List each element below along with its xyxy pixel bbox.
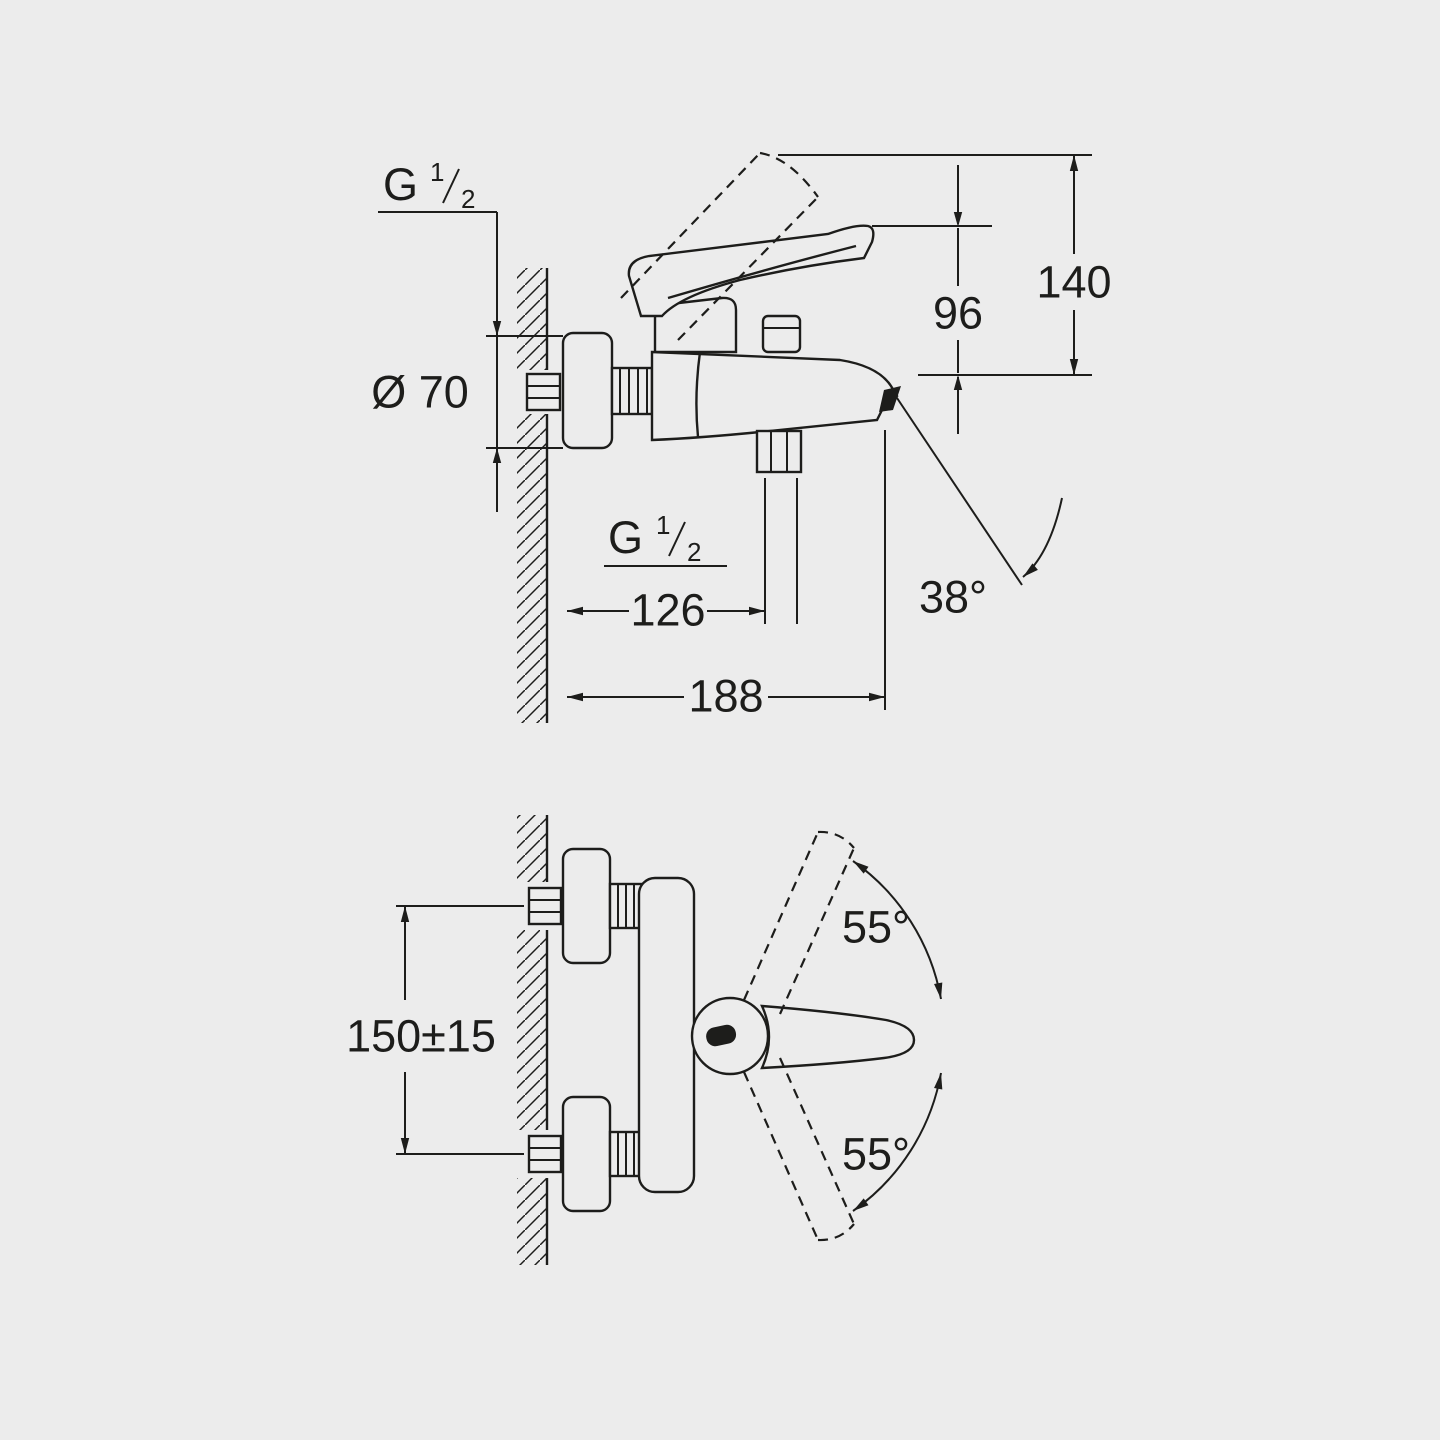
lever-handle-front (760, 1004, 916, 1070)
total-height-label: 140 (1036, 257, 1111, 308)
thread-label-bottom-denominator: 2 (687, 537, 701, 567)
lever-up-dashed (742, 830, 856, 1015)
thread-label-top: G 1 2 (378, 157, 497, 214)
wall-flange-top (561, 847, 612, 965)
stream-angle-arc (1022, 497, 1063, 578)
thread-label-bottom: G 1 2 (604, 510, 727, 567)
lever-crease (667, 244, 857, 300)
thread-label-top-numerator: 1 (430, 157, 444, 187)
mixer-body-front (637, 876, 696, 1194)
spout-body (650, 350, 899, 442)
dimensions-front: 55° 55° 150±15 (346, 860, 943, 1212)
swing-down-label: 55° (842, 1129, 910, 1180)
wall-hatch-front (512, 815, 550, 1265)
faucet-front (527, 830, 916, 1242)
outlet-depth-label: 126 (630, 585, 705, 636)
dimensions-side: G 1 2 Ø 70 96 (371, 154, 1112, 722)
threaded-nipple (610, 366, 654, 416)
faucet-side (525, 151, 901, 474)
front-view: 55° 55° 150±15 (346, 815, 943, 1265)
union-nut (525, 372, 562, 412)
swing-down-arc (852, 1072, 943, 1212)
total-depth-label: 188 (688, 671, 763, 722)
spout-height-label: 96 (933, 288, 983, 339)
spout-outlet-mark (879, 386, 901, 412)
body-inner-line (695, 351, 702, 438)
stream-line (892, 391, 1023, 586)
flange-diameter-label: Ø 70 (371, 367, 469, 418)
thread-label-top-denominator: 2 (461, 184, 475, 214)
swing-up-label: 55° (842, 902, 910, 953)
threaded-nipple-top (608, 882, 644, 930)
temp-indicator (706, 1024, 737, 1047)
lever-handle-side (627, 224, 875, 318)
threaded-nipple-bottom (608, 1130, 644, 1178)
lever-down-dashed (742, 1057, 856, 1242)
union-nut-top (527, 886, 563, 926)
diverter-knob (761, 314, 802, 354)
lever-raised-dashed (620, 151, 819, 341)
wall-flange-bottom (561, 1095, 612, 1213)
thread-label-top-letter: G (383, 159, 418, 210)
shower-outlet (755, 429, 803, 474)
union-nut-bottom (527, 1134, 563, 1174)
mounting-distance-label: 150±15 (346, 1011, 496, 1062)
thread-label-bottom-numerator: 1 (656, 510, 670, 540)
side-view: G 1 2 Ø 70 96 (371, 151, 1112, 723)
wall-flange (561, 331, 614, 450)
spout-angle-label: 38° (919, 572, 987, 623)
thread-label-bottom-letter: G (608, 512, 643, 563)
swing-up-arc (852, 860, 943, 1000)
